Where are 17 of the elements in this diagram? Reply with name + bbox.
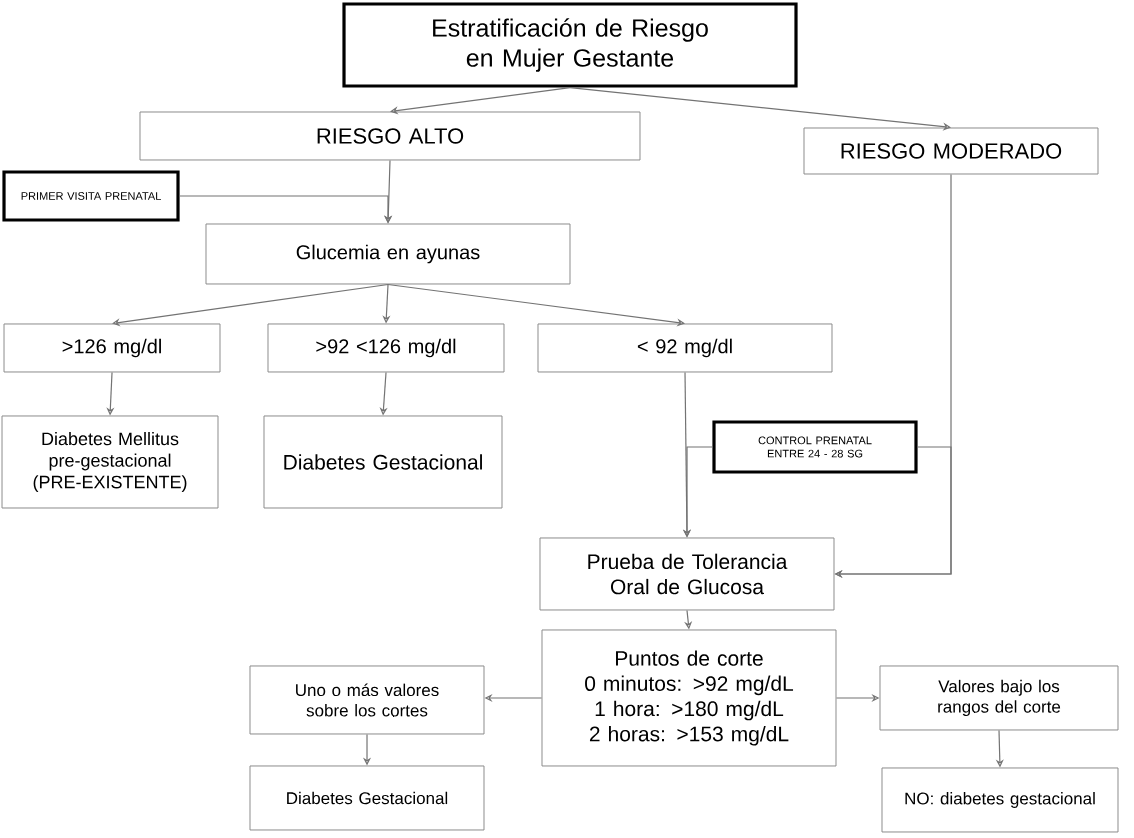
process-box: Valores bajo los rangos del corte (879, 665, 1119, 731)
arrow (112, 283, 389, 327)
result-box: Diabetes Gestacional (263, 415, 503, 509)
process-box: >92 <126 mg/dl (267, 323, 505, 373)
process-box: Uno o más valores sobre los cortes (249, 665, 485, 735)
result-box: Diabetes Gestacional (249, 765, 485, 831)
process-box: Puntos de corte 0 minutos: >92 mg/dL 1 hora: >180 mg/dL 2 horas: >153 mg/dL (541, 629, 837, 767)
result-box: NO: diabetes gestacional (881, 767, 1119, 833)
process-box: >126 mg/dl (3, 323, 221, 373)
arrow (390, 87, 571, 115)
process-box: Prueba de Tolerancia Oral de Glucosa (539, 537, 835, 611)
process-box: < 92 mg/dl (537, 323, 833, 373)
process-box: RIESGO MODERADO (803, 127, 1099, 175)
process-box: Glucemia en ayunas (205, 223, 571, 285)
process-box: RIESGO ALTO (139, 111, 641, 161)
title-box: Estratificación de Riesgo en Mujer Gestante (342, 2, 798, 88)
result-box: Diabetes Mellitus pre-gestacional (PRE-EXISTENTE) (1, 415, 219, 509)
